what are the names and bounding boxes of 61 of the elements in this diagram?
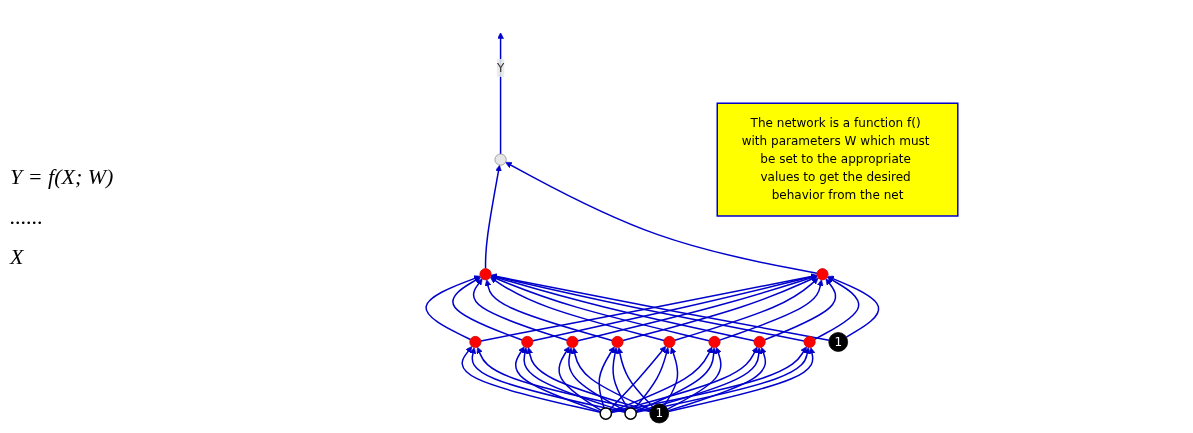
arrow (633, 347, 670, 410)
arrow (484, 279, 613, 342)
arrow (469, 347, 626, 414)
arrow (571, 347, 651, 411)
node-circle: 1 (649, 403, 669, 424)
ellipsis-dots: ...... (10, 203, 44, 230)
arrow (484, 164, 502, 270)
arrow (609, 346, 712, 413)
arrow (472, 278, 568, 341)
node-circle (803, 335, 816, 348)
arrow (634, 347, 762, 413)
arrow (504, 162, 818, 274)
arrow (635, 347, 811, 414)
node-circle (623, 407, 637, 420)
arrow (610, 346, 807, 414)
arrow (490, 275, 710, 342)
arrow (673, 277, 819, 342)
arrow (763, 278, 836, 341)
node-circle (520, 335, 533, 348)
arrow (610, 346, 758, 413)
node-box: The network is a function f() with parameters W which must be set to the appropriate values to get the desired behavior from the net (716, 102, 959, 217)
arrow (496, 32, 504, 155)
arrow (476, 346, 651, 413)
node-circle (599, 407, 612, 420)
node-circle (611, 335, 624, 348)
arrow (611, 347, 629, 410)
node-circle (708, 335, 721, 348)
arrow (813, 276, 860, 341)
node-circle (663, 335, 675, 348)
arrow (566, 347, 626, 412)
arrow (718, 279, 824, 341)
node-circle (479, 268, 492, 281)
node-circle: 1 (828, 332, 848, 352)
arrow (616, 347, 654, 408)
edge-label: Y (496, 60, 504, 75)
arrow (608, 346, 666, 411)
node-circle (816, 268, 829, 281)
arrow (526, 347, 651, 412)
arrow (667, 347, 815, 413)
arrow (521, 347, 626, 413)
arrow (826, 275, 879, 338)
arrow (663, 347, 678, 407)
arrow (424, 275, 481, 341)
arrow (451, 276, 523, 341)
variable-label: X (10, 243, 25, 270)
arrow (558, 346, 602, 412)
arrow (531, 273, 817, 342)
arrow (621, 275, 818, 342)
arrow (514, 346, 601, 413)
node-circle (468, 335, 481, 348)
arrow (461, 346, 601, 413)
arrow (634, 347, 717, 412)
formula-label: Y = f(X; W) (10, 163, 115, 190)
node-circle (494, 153, 507, 166)
node-circle (565, 335, 578, 348)
arrow (667, 347, 767, 412)
arrow (489, 277, 665, 342)
node-circle (753, 335, 766, 348)
arrow (597, 346, 615, 409)
arrow (666, 347, 722, 410)
arrow (576, 274, 817, 342)
